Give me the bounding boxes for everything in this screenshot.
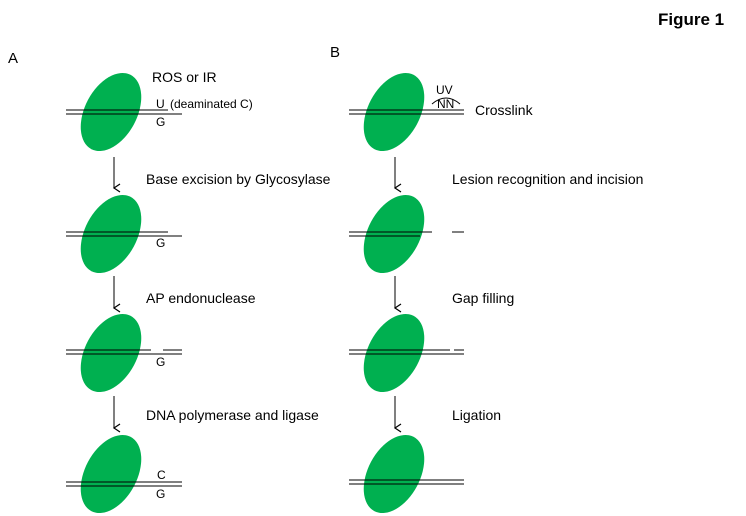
dimer-label: NN bbox=[437, 97, 454, 111]
figure-title: Figure 1 bbox=[658, 10, 724, 29]
opposite-base: G bbox=[156, 355, 165, 369]
opposite-base: G bbox=[156, 115, 165, 129]
protein-blob bbox=[80, 434, 142, 514]
protein-blob bbox=[80, 194, 142, 274]
dna-duplex bbox=[66, 109, 182, 115]
panel-a-label: A bbox=[8, 50, 18, 67]
damage-label: ROS or IR bbox=[152, 69, 217, 85]
dna-duplex-ligated bbox=[349, 479, 464, 485]
step-label: AP endonuclease bbox=[146, 290, 256, 306]
dna-duplex bbox=[349, 109, 464, 115]
protein-blob bbox=[363, 72, 425, 152]
dna-duplex-filled bbox=[349, 349, 464, 355]
lesion-base: U bbox=[156, 97, 165, 111]
crosslink-arc bbox=[431, 97, 461, 105]
step-label: Gap filling bbox=[452, 290, 514, 306]
repaired-base: C bbox=[157, 468, 166, 482]
dna-duplex-nicked bbox=[66, 349, 182, 355]
panel-b-label: B bbox=[330, 44, 340, 61]
step-label: Ligation bbox=[452, 407, 501, 423]
protein-blob bbox=[80, 313, 142, 393]
dna-duplex-repaired bbox=[66, 481, 182, 487]
crosslink-label: Crosslink bbox=[475, 102, 534, 118]
step-label: DNA polymerase and ligase bbox=[146, 407, 319, 423]
uv-label: UV bbox=[436, 83, 453, 97]
dna-duplex-incised bbox=[349, 231, 464, 237]
step-label: Base excision by Glycosylase bbox=[146, 171, 331, 187]
protein-blob bbox=[80, 72, 142, 152]
opposite-base: G bbox=[156, 487, 165, 501]
protein-blob bbox=[363, 194, 425, 274]
dna-duplex bbox=[66, 231, 182, 237]
lesion-note: (deaminated C) bbox=[170, 97, 253, 111]
protein-blob bbox=[363, 434, 425, 514]
opposite-base: G bbox=[156, 236, 165, 250]
step-label: Lesion recognition and incision bbox=[452, 171, 643, 187]
protein-blob bbox=[363, 313, 425, 393]
